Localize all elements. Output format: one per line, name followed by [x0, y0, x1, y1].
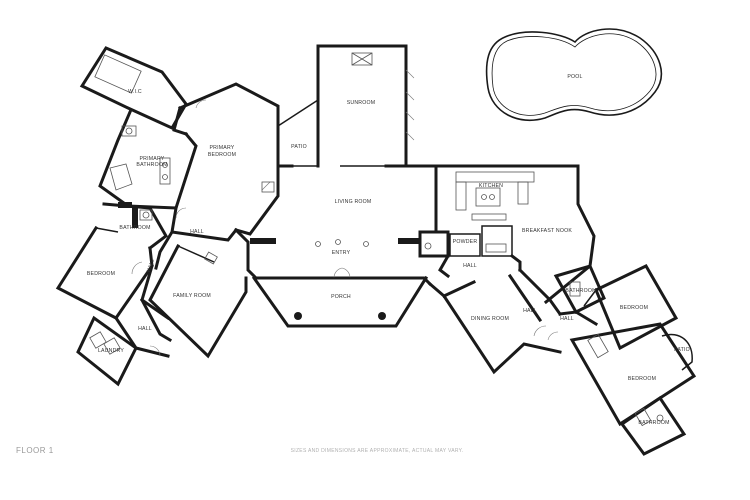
label-primary-bedroom-2: BEDROOM: [208, 152, 236, 158]
bedroom-right-lower: [569, 322, 697, 427]
label-powder: POWDER: [453, 239, 478, 245]
bathroom-right: [553, 264, 606, 314]
label-entry: ENTRY: [332, 250, 351, 256]
label-dining-room: DINING ROOM: [471, 316, 509, 322]
primary-bedroom: [172, 82, 280, 236]
kitchen: [434, 164, 596, 305]
label-primary-bedroom-1: PRIMARY: [210, 145, 235, 151]
label-patio-right: PATIO: [674, 347, 690, 353]
label-primary-bathroom-2: BATHROOM: [136, 162, 167, 168]
label-bathroom-right: BATHROOM: [565, 288, 596, 294]
hall-center: [438, 253, 522, 279]
dining-room: [427, 273, 562, 375]
sunroom: [316, 44, 415, 168]
label-porch: PORCH: [331, 294, 351, 300]
floor-label: FLOOR 1: [16, 446, 54, 455]
label-living-room: LIVING ROOM: [335, 199, 372, 205]
laundry: [76, 315, 138, 387]
patio-right: [661, 333, 693, 371]
pool: [485, 28, 663, 122]
label-family-room: FAMILY ROOM: [173, 293, 211, 299]
label-kitchen: KITCHEN: [479, 183, 503, 189]
label-hall-vertical: HALL: [146, 258, 156, 273]
family-room: [148, 243, 248, 359]
bedroom-right-upper: [583, 264, 679, 351]
label-hall-center: HALL: [463, 263, 477, 269]
label-bathroom-bottom-right: BATHROOM: [638, 420, 669, 426]
label-hall-right: HALL: [523, 308, 537, 314]
label-hall-lower: HALL: [138, 326, 152, 332]
label-primary-bathroom-1: PRIMARY: [140, 156, 165, 162]
room-labels: W.I.C PRIMARY BATHROOM PRIMARY BEDROOM P…: [87, 74, 690, 426]
label-bedroom-right-lower: BEDROOM: [628, 376, 656, 382]
label-hall-right-2: HALL: [560, 316, 574, 322]
hall-lower-left: [113, 297, 173, 358]
porch: [251, 275, 429, 328]
label-breakfast-nook: BREAKFAST NOOK: [522, 228, 572, 234]
label-sunroom: SUNROOM: [347, 100, 376, 106]
label-laundry: LAUNDRY: [98, 348, 124, 354]
living-room: [233, 164, 438, 287]
label-pool: POOL: [567, 74, 582, 80]
disclaimer-note: SIZES AND DIMENSIONS ARE APPROXIMATE, AC…: [291, 448, 464, 454]
bathroom-bottom-right: [619, 395, 687, 456]
label-hall-upper: HALL: [190, 229, 204, 235]
hall-right-2: [547, 310, 599, 341]
patio-left: [277, 99, 319, 167]
label-bedroom-right-upper: BEDROOM: [620, 305, 648, 311]
label-wic: W.I.C: [128, 89, 142, 95]
hall-right: [517, 267, 563, 317]
label-bathroom-left: BATHROOM: [119, 225, 150, 231]
label-bedroom-left: BEDROOM: [87, 271, 115, 277]
wic: [79, 46, 188, 130]
bathroom-left: [102, 202, 168, 251]
hall-upper-left: [170, 206, 239, 242]
label-patio-left: PATIO: [291, 144, 307, 150]
